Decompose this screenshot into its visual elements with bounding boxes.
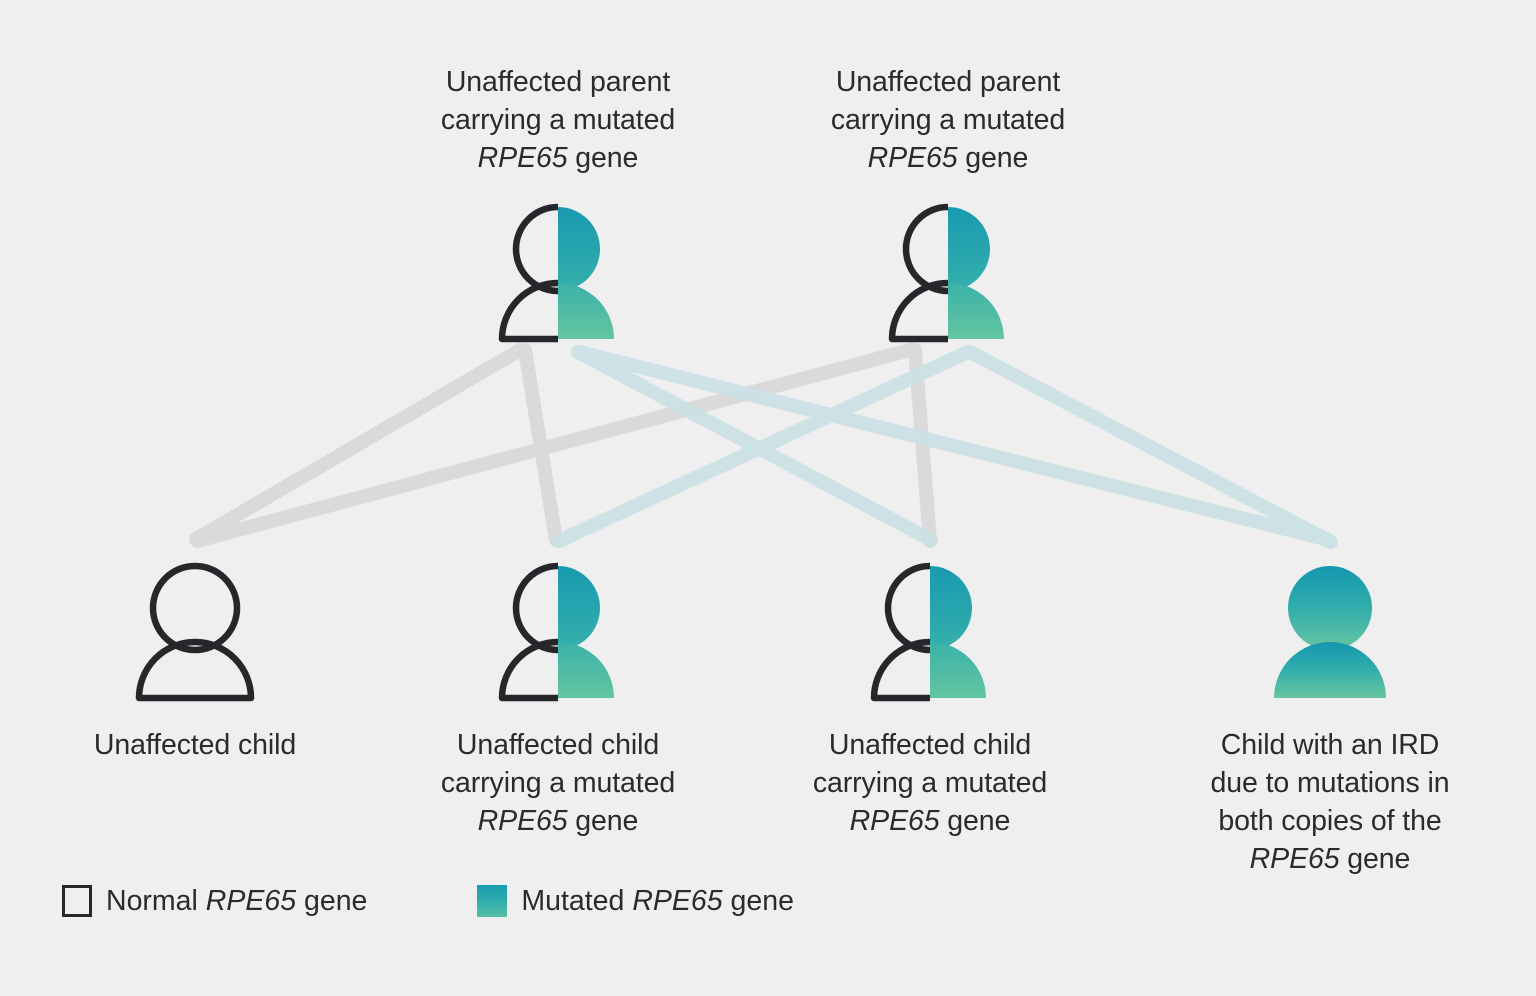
- node-child-1[interactable]: Unaffected child: [45, 558, 345, 764]
- person-filled-icon: [1274, 566, 1386, 698]
- legend-item-mutated[interactable]: Mutated RPE65 gene: [477, 884, 794, 918]
- legend-item-normal[interactable]: Normal RPE65 gene: [62, 884, 367, 918]
- child-3-figure[interactable]: [855, 558, 1005, 710]
- normal-gene-swatch-icon: [62, 885, 92, 917]
- wire-normal: [189, 343, 527, 546]
- child-1-label: Unaffected child: [93, 729, 297, 761]
- person-half-filled-icon: [498, 562, 614, 702]
- child-4-figure[interactable]: [1255, 558, 1405, 710]
- legend: Normal RPE65 gene Mutated RPE65 gene: [62, 884, 794, 918]
- wire-mutated: [573, 345, 1336, 547]
- wire-layer: [189, 343, 1338, 549]
- person-outline-icon: [135, 562, 255, 702]
- legend-normal-label: Normal RPE65 gene: [106, 885, 368, 917]
- wire-mutated: [571, 345, 938, 547]
- person-half-filled-icon: [888, 203, 1004, 343]
- child-1-figure[interactable]: [120, 558, 270, 710]
- parent-left-figure[interactable]: [483, 199, 633, 351]
- child-2-figure[interactable]: [483, 558, 633, 710]
- mutated-gene-swatch-icon: [477, 885, 508, 917]
- parent-right-figure[interactable]: [873, 199, 1023, 351]
- person-half-filled-icon: [498, 203, 614, 343]
- wire-mutated: [552, 345, 975, 548]
- wire-normal: [518, 343, 563, 547]
- wire-mutated: [963, 345, 1338, 549]
- person-half-filled-icon: [870, 562, 986, 702]
- legend-mutated-label: Mutated RPE65 gene: [521, 885, 794, 917]
- wire-normal: [908, 343, 937, 548]
- wire-normal: [190, 343, 917, 548]
